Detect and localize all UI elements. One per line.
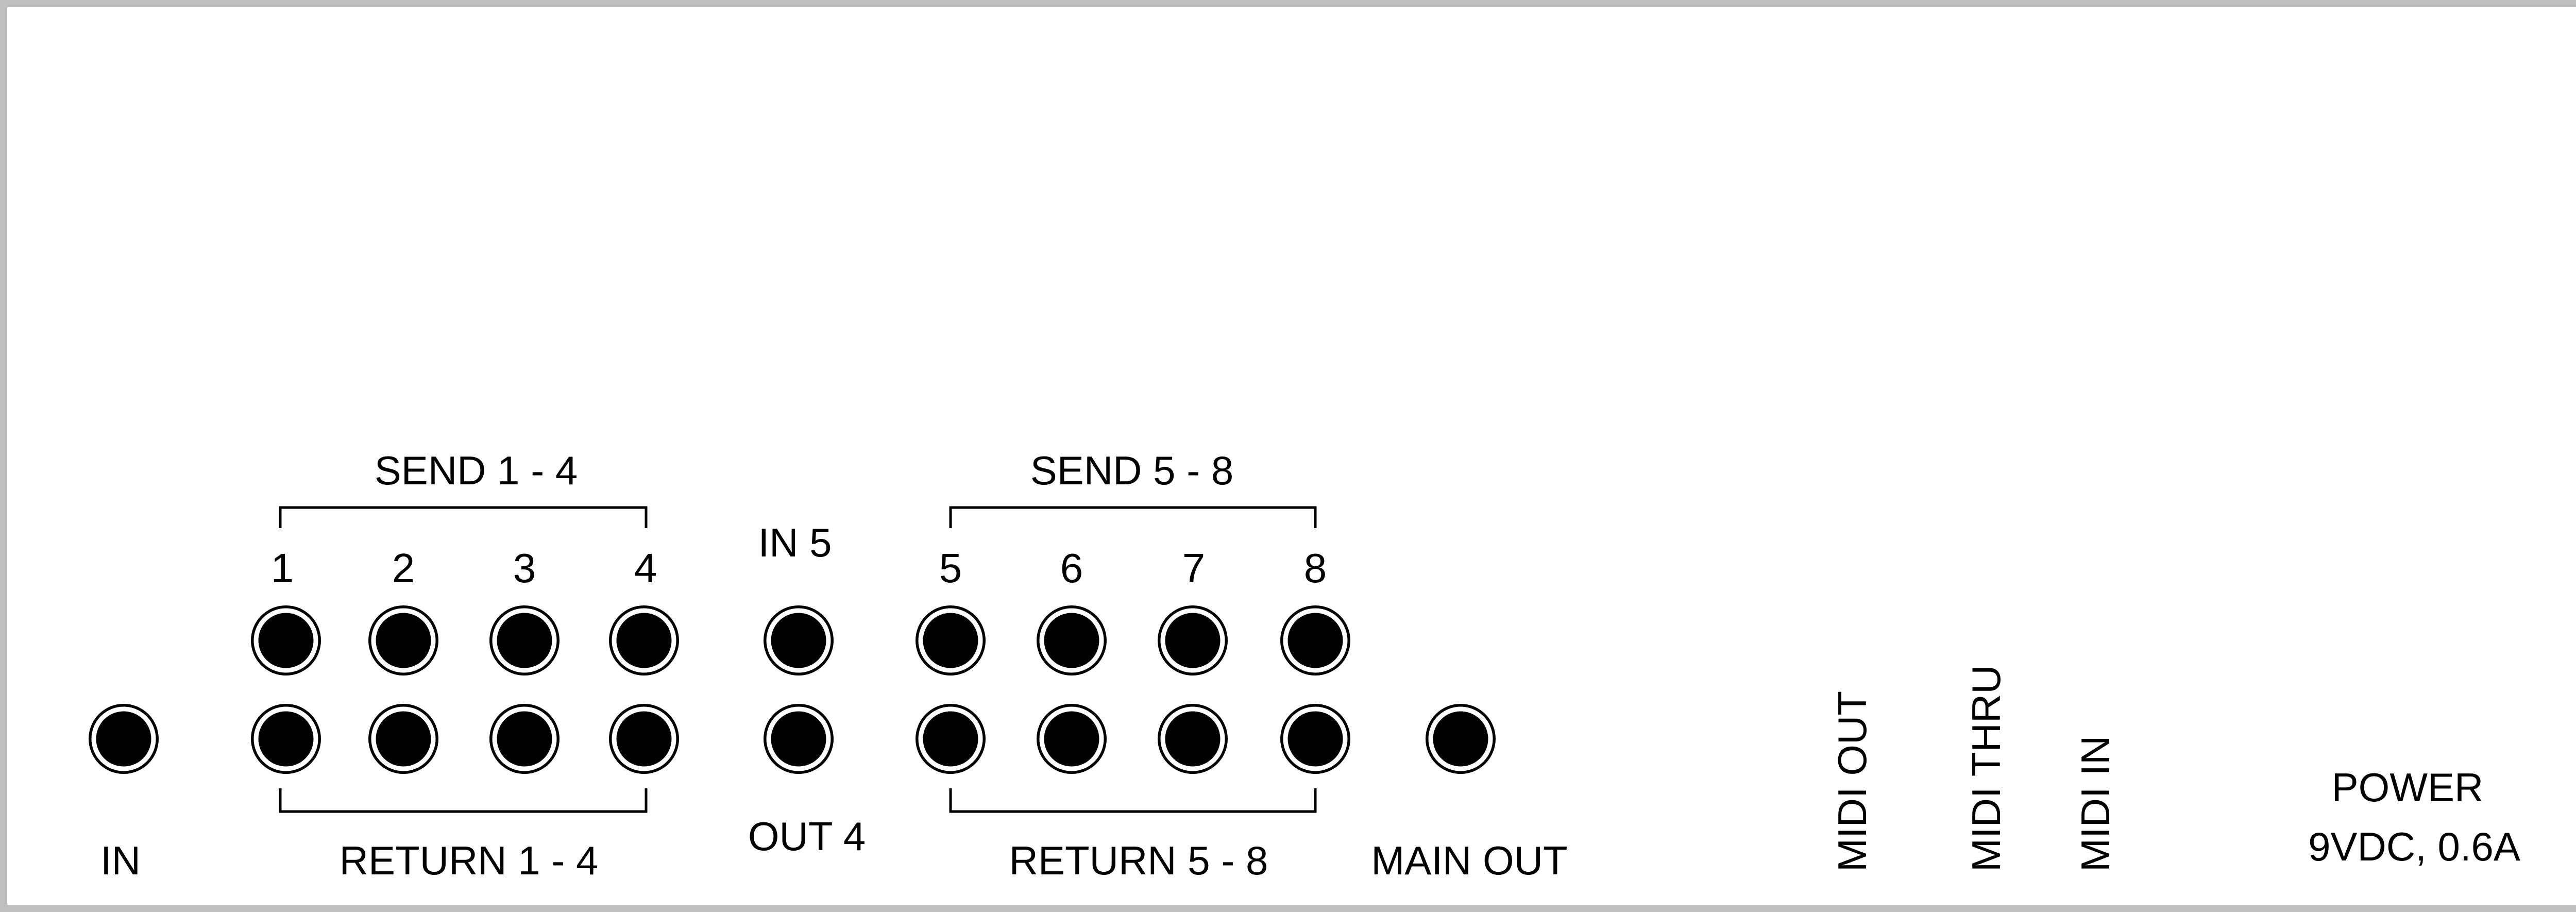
out-4-label: OUT 4 <box>748 814 866 859</box>
jack-send-7[interactable] <box>1158 605 1228 675</box>
jack-send-5[interactable] <box>916 605 986 675</box>
jack-return-1-socket <box>253 706 318 771</box>
jack-return-1[interactable] <box>251 704 321 774</box>
midi-thru-label: MIDI THRU <box>1963 665 2009 872</box>
jack-return-2-socket <box>371 706 436 771</box>
jack-main-out[interactable] <box>1426 704 1496 774</box>
jack-send-4[interactable] <box>609 605 679 675</box>
jack-return-5[interactable] <box>916 704 986 774</box>
send-number-3: 3 <box>513 545 536 591</box>
send-1-4-label: SEND 1 - 4 <box>375 448 578 493</box>
jack-return-4[interactable] <box>609 704 679 774</box>
in-5-label: IN 5 <box>758 520 832 565</box>
return-1-4-label: RETURN 1 - 4 <box>340 838 599 883</box>
power-spec-label: 9VDC, 0.6A <box>2308 824 2520 869</box>
send-number-5: 5 <box>939 545 962 591</box>
jack-return-4-socket <box>612 706 676 771</box>
jack-return-2[interactable] <box>368 704 438 774</box>
return-5-8-bracket <box>949 788 1317 813</box>
jack-return-7-socket <box>1160 706 1225 771</box>
jack-send-8-socket <box>1283 608 1348 673</box>
send-number-1: 1 <box>271 545 294 591</box>
jack-group <box>89 605 1496 774</box>
jack-return-6[interactable] <box>1037 704 1107 774</box>
jack-in-socket <box>91 706 156 771</box>
jack-send-2[interactable] <box>368 605 438 675</box>
jack-out-4-socket <box>766 706 831 771</box>
jack-send-1-socket <box>253 608 318 673</box>
jack-return-5-socket <box>918 706 983 771</box>
return-5-8-label: RETURN 5 - 8 <box>1009 838 1268 883</box>
jack-send-6-socket <box>1039 608 1104 673</box>
jack-send-1[interactable] <box>251 605 321 675</box>
main-out-label: MAIN OUT <box>1371 838 1567 883</box>
send-5-8-label: SEND 5 - 8 <box>1030 448 1233 493</box>
jack-send-3-socket <box>492 608 557 673</box>
jack-send-6[interactable] <box>1037 605 1107 675</box>
send-number-6: 6 <box>1060 545 1083 591</box>
jack-return-8-socket <box>1283 706 1348 771</box>
jack-send-7-socket <box>1160 608 1225 673</box>
jack-in-5[interactable] <box>764 605 834 675</box>
send-number-8: 8 <box>1304 545 1327 591</box>
midi-out-label: MIDI OUT <box>1829 691 1875 872</box>
send-5-8-bracket <box>949 506 1317 528</box>
jack-return-3[interactable] <box>489 704 560 774</box>
jack-in[interactable] <box>89 704 159 774</box>
jack-send-4-socket <box>612 608 676 673</box>
jack-in-5-socket <box>766 608 831 673</box>
jack-send-8[interactable] <box>1280 605 1350 675</box>
return-1-4-bracket <box>279 788 648 813</box>
jack-return-8[interactable] <box>1280 704 1350 774</box>
jack-return-7[interactable] <box>1158 704 1228 774</box>
midi-in-label: MIDI IN <box>2073 736 2118 872</box>
jack-main-out-socket <box>1428 706 1493 771</box>
jack-send-3[interactable] <box>489 605 560 675</box>
jack-send-5-socket <box>918 608 983 673</box>
jack-out-4[interactable] <box>764 704 834 774</box>
jack-return-3-socket <box>492 706 557 771</box>
send-number-4: 4 <box>634 545 657 591</box>
send-number-7: 7 <box>1182 545 1206 591</box>
send-number-2: 2 <box>392 545 415 591</box>
in-label: IN <box>100 838 141 883</box>
jack-return-6-socket <box>1039 706 1104 771</box>
send-1-4-bracket <box>279 506 648 528</box>
power-label: POWER <box>2332 765 2484 810</box>
jack-send-2-socket <box>371 608 436 673</box>
